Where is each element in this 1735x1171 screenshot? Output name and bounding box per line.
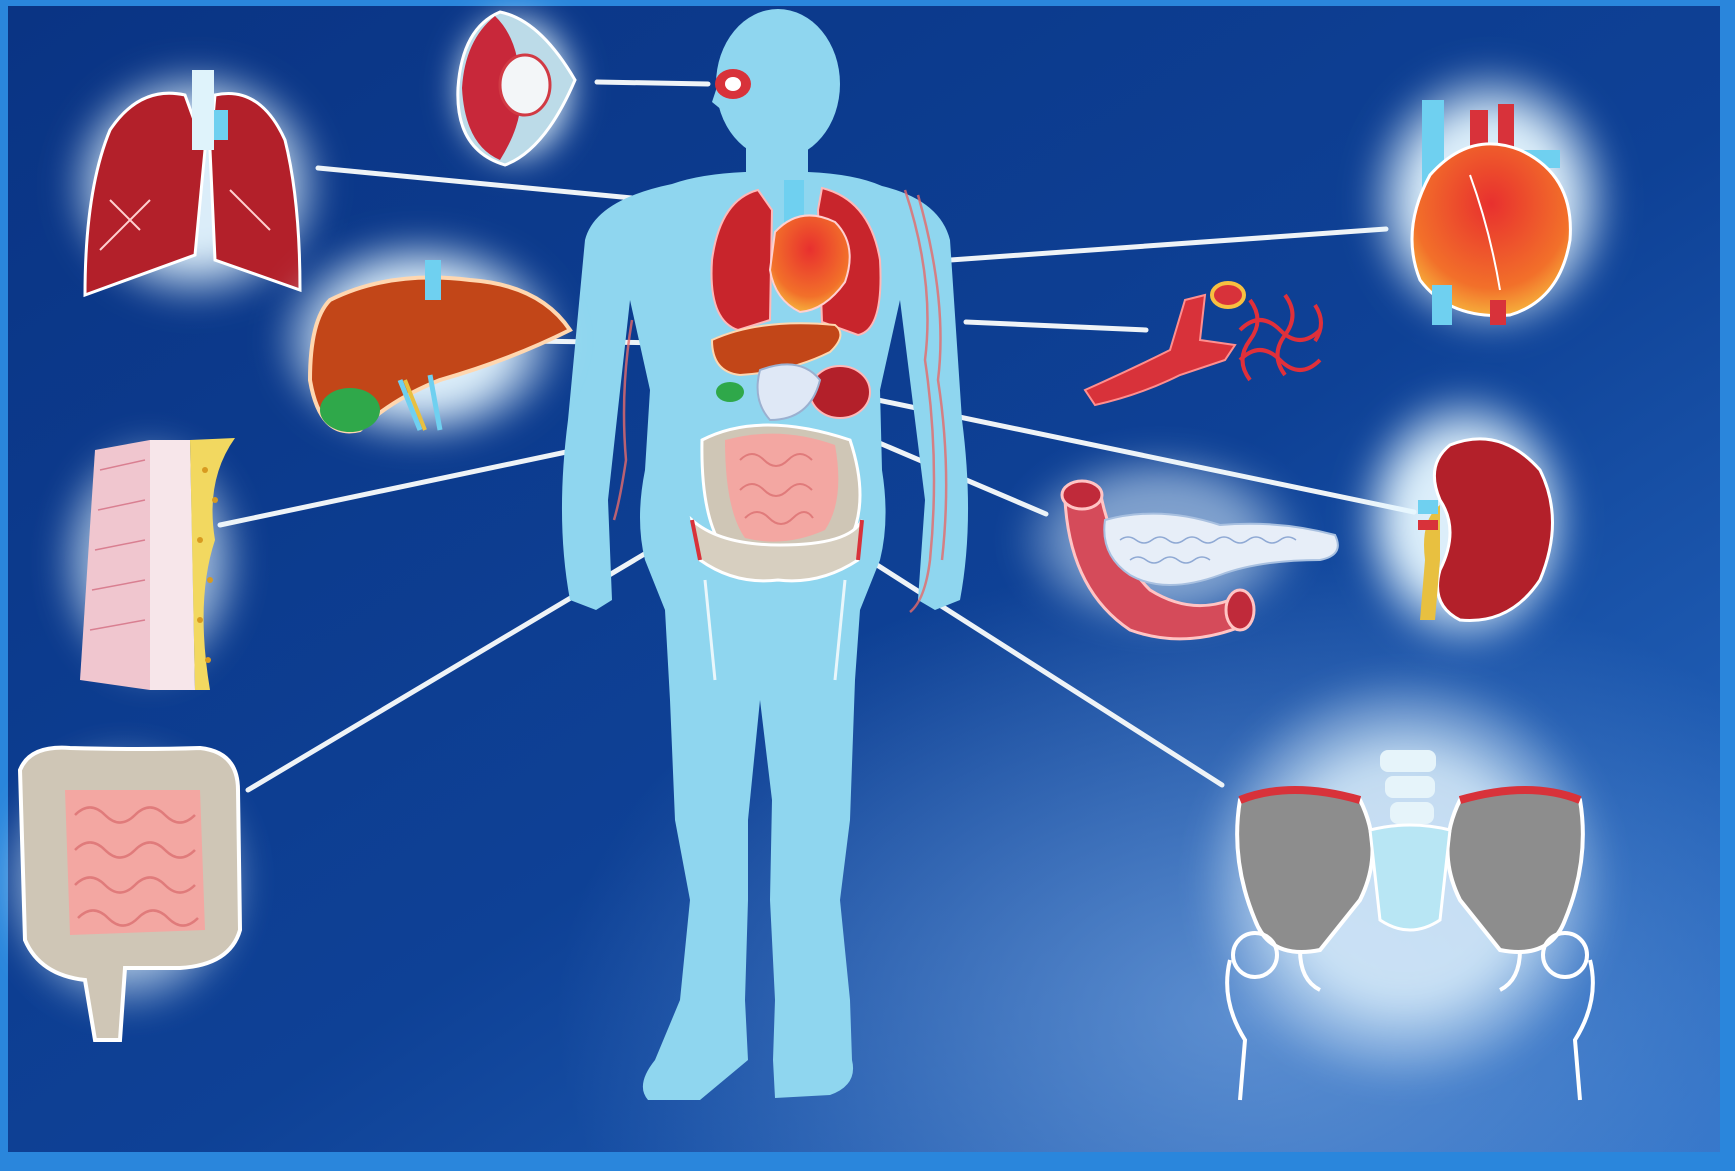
figure-eye-pupil	[725, 77, 741, 91]
connector-eye	[597, 82, 708, 84]
callout-skin	[50, 430, 250, 690]
callout-liver	[270, 230, 570, 450]
callout-heart	[1360, 60, 1620, 340]
callout-kidney	[1350, 385, 1580, 655]
callout-eye	[445, 3, 585, 173]
body-gallbladder	[716, 382, 744, 402]
body-kidney	[810, 366, 870, 418]
callout-lungs	[60, 60, 330, 310]
